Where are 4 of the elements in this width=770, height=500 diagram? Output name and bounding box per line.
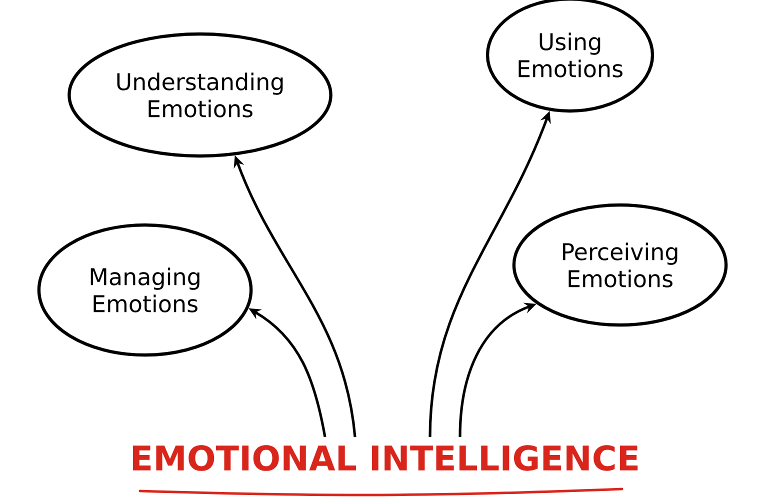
ellipse-node: Perceiving Emotions: [512, 203, 728, 327]
ellipse-node: Managing Emotions: [37, 223, 253, 357]
title-text: EMOTIONAL INTELLIGENCE: [133, 445, 638, 471]
ellipse-node: Understanding Emotions: [68, 32, 332, 158]
